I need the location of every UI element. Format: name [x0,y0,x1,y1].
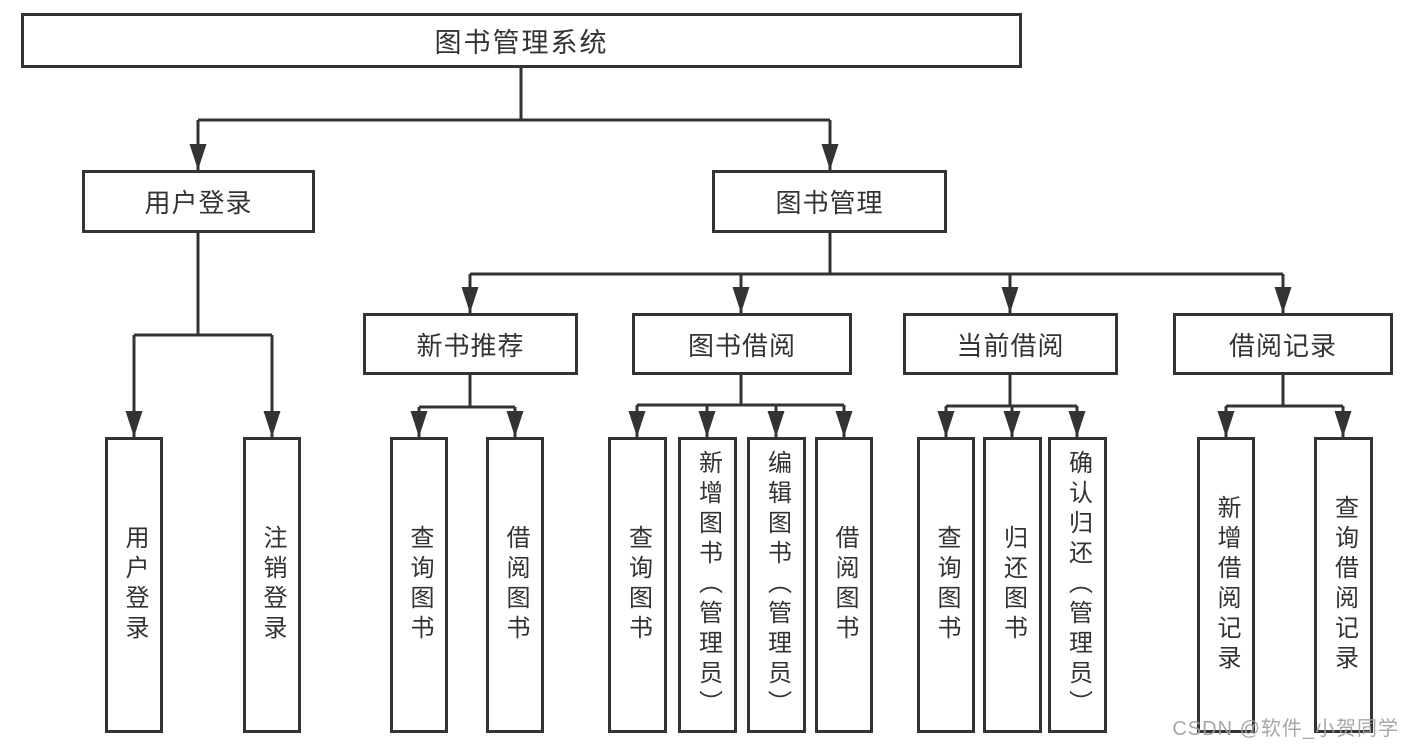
leaf-cb-query-books-label: 查询图书 [933,525,960,645]
node-current-borrowing-label: 当前借阅 [956,330,1065,361]
leaf-bb-borrow-books: 借阅图书 [815,437,873,733]
leaf-bb-add-books-admin: 新增图书（管理员） [678,437,737,733]
leaf-cb-query-books: 查询图书 [917,437,975,733]
node-borrowing-records-label: 借阅记录 [1228,330,1337,361]
node-user-login-label: 用户登录 [144,188,253,218]
node-book-borrowing: 图书借阅 [632,313,852,375]
node-root: 图书管理系统 [21,13,1022,68]
leaf-cb-return-books-label: 归还图书 [999,525,1027,645]
watermark: CSDN @软件_小贺同学 [1172,718,1399,740]
leaf-cb-confirm-return-admin: 确认归还（管理员） [1048,437,1107,733]
leaf-cb-return-books: 归还图书 [983,437,1042,733]
leaf-bb-query-books-label: 查询图书 [624,525,652,645]
leaf-bb-query-books: 查询图书 [608,437,667,733]
leaf-br-query-record-label: 查询借阅记录 [1330,495,1358,675]
leaf-logout-label: 注销登录 [259,525,286,645]
node-borrowing-records: 借阅记录 [1173,313,1393,375]
leaf-br-query-record: 查询借阅记录 [1314,437,1373,733]
leaf-br-add-record-label: 新增借阅记录 [1213,495,1240,675]
node-book-borrowing-label: 图书借阅 [687,330,796,361]
leaf-user-login: 用户登录 [105,437,163,733]
leaf-br-add-record: 新增借阅记录 [1197,437,1255,733]
leaf-nbr-query-books: 查询图书 [390,437,448,733]
leaf-nbr-borrow-books: 借阅图书 [486,437,544,733]
node-new-book-recommend: 新书推荐 [363,313,578,375]
node-root-label: 图书管理系统 [434,28,609,58]
node-current-borrowing: 当前借阅 [903,313,1118,375]
leaf-cb-confirm-return-admin-label: 确认归还（管理员） [1064,450,1092,720]
node-user-login: 用户登录 [82,170,315,233]
leaf-nbr-query-books-label: 查询图书 [406,525,433,645]
leaf-bb-add-books-admin-label: 新增图书（管理员） [694,450,722,720]
leaf-logout: 注销登录 [243,437,301,733]
leaf-nbr-borrow-books-label: 借阅图书 [502,525,529,645]
leaf-user-login-label: 用户登录 [121,525,148,645]
node-book-management: 图书管理 [712,170,947,233]
leaf-bb-borrow-books-label: 借阅图书 [831,525,858,645]
leaf-bb-edit-books-admin-label: 编辑图书（管理员） [763,450,791,720]
node-new-book-recommend-label: 新书推荐 [416,330,525,361]
leaf-bb-edit-books-admin: 编辑图书（管理员） [747,437,806,733]
node-book-management-label: 图书管理 [775,188,884,218]
